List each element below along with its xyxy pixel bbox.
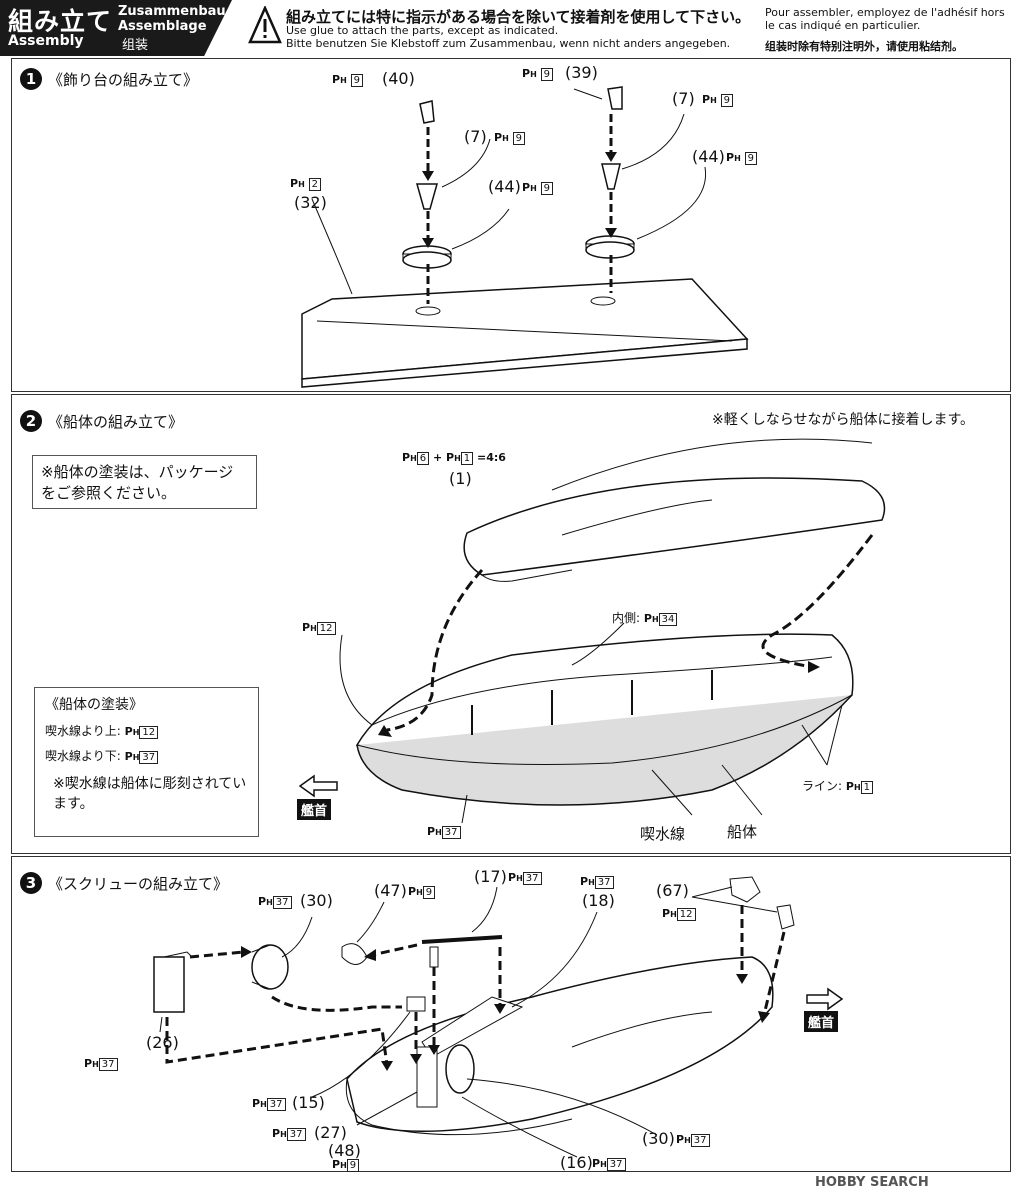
paint-code-label: PH 9 (522, 67, 553, 81)
waterline-engraved-note: ※喫水線は船体に彫刻されています。 (53, 776, 247, 812)
part-7-label: (7) (672, 89, 695, 108)
part-44-label: (44) (692, 147, 725, 166)
header-title-jp: 組み立て (8, 7, 113, 36)
step1-number: 1 (20, 68, 42, 90)
part-16-label: (16) (560, 1153, 593, 1172)
part-40-label: (40) (382, 69, 415, 88)
glue-flex-note: ※軽くしならせながら船体に接着します。 (712, 412, 975, 428)
glue-note-en: Use glue to attach the parts, except as … (286, 24, 559, 37)
paint-code-label: PH 9 (726, 151, 757, 165)
bow-label: 艦首 (297, 799, 332, 820)
hull-paint-title: 《船体の塗装》 (45, 697, 143, 713)
glue-note-jp: 組み立てには特に指示がある場合を除いて接着剤を使用して下さい。 (286, 8, 751, 26)
step2-number: 2 (20, 410, 42, 432)
paint-code-label: PH 9 (494, 131, 525, 145)
part-39-label: (39) (565, 63, 598, 82)
glue-note-cn: 组装时除有特别注明外，请使用粘结剂。 (765, 40, 963, 53)
part-1-label: (1) (449, 469, 472, 488)
header-title-fr: Assemblage (118, 19, 207, 34)
part-32-label: (32) (294, 193, 327, 212)
glue-note-de: Bitte benutzen Sie Klebstoff zum Zusamme… (286, 37, 731, 50)
paint-code-label: PH 9 (702, 93, 733, 107)
part-30-label: (30) (642, 1129, 675, 1148)
part-26-label: (26) (146, 1033, 179, 1052)
screw-assembly-diagram (153, 876, 844, 1158)
warning-icon (248, 6, 282, 44)
step2-title: 《船体の組み立て》 (48, 413, 184, 431)
paint-code-label: PH 9 (522, 181, 553, 195)
part-17-label: (17) (474, 867, 507, 886)
part-44-label: (44) (488, 177, 521, 196)
step3-number: 3 (20, 872, 42, 894)
hull-assembly-diagram (298, 438, 886, 824)
part-15-label: (15) (292, 1093, 325, 1112)
part-67-label: (67) (656, 881, 689, 900)
bow-label: 艦首 (804, 1011, 839, 1032)
paint-code-label: PH 2 (290, 177, 321, 191)
waterline-label: 喫水線 (640, 825, 686, 843)
step3-title: 《スクリューの組み立て》 (48, 875, 229, 893)
glue-note-fr: Pour assembler, employez de l'adhésif ho… (765, 6, 1005, 32)
part-47-label: (47) (374, 881, 407, 900)
part-18-label: (18) (582, 891, 615, 910)
part-7-label: (7) (464, 127, 487, 146)
hobby-search-logo: HOBBY SEARCH (815, 1175, 929, 1190)
step2-panel: 2 《船体の組み立て》 ※船体の塗装は、パッケージをご参照ください。 ※軽くしな… (11, 394, 1011, 854)
paint-code-label: PH 9 (332, 73, 363, 87)
part-27-label: (27) (314, 1123, 347, 1142)
stand-assembly-diagram (301, 86, 749, 388)
paint-reference-note: ※船体の塗装は、パッケージをご参照ください。 (32, 455, 257, 509)
part-30-label: (30) (300, 891, 333, 910)
step1-title: 《飾り台の組み立て》 (48, 71, 199, 89)
hull-label: 船体 (727, 823, 758, 841)
header-title-cn: 组装 (122, 38, 149, 53)
header-title-block (0, 0, 232, 56)
header-title-de: Zusammenbau (118, 4, 226, 19)
part-48-label: (48) (328, 1141, 361, 1160)
step1-panel: 1 《飾り台の組み立て》 PH 9 (40) PH 9 (39) (7) PH … (11, 58, 1011, 392)
header-title-en: Assembly (8, 33, 84, 49)
